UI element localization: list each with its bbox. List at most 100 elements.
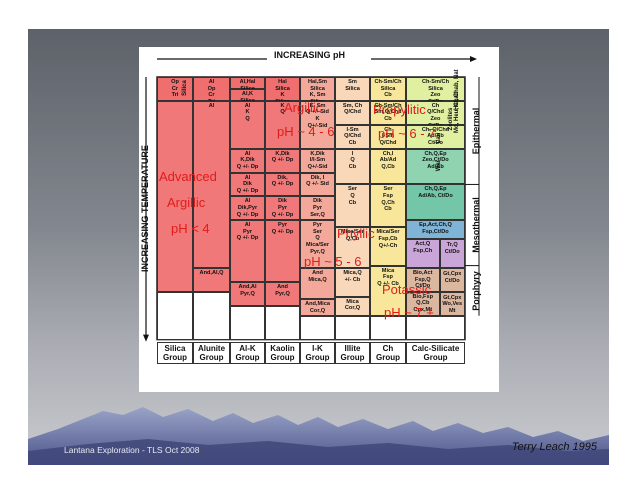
mineral-cell [230,88,265,101]
mineral-cell [265,306,300,340]
group-header-cell [406,341,465,364]
mineral-assemblage: Al Dik Q +/- Dp [236,174,259,194]
group-header-cell [157,341,193,364]
mineral-cell [406,291,440,316]
mineral-assemblage: Sm Silica [345,79,360,92]
mineral-cell [193,100,230,268]
mineral-assemblage: Al Dik,Pyr Q +/- Dp [236,198,259,218]
mineral-cell [406,184,465,221]
mineral-assemblage: Dik Pyr Ser,Q [310,198,325,218]
mineral-assemblage: Act,Q Fsp,Ch [413,241,433,254]
mineral-cell [157,100,193,292]
alteration-annotation: pH ~ 4 - 6 [277,123,335,139]
mineral-cell [406,77,465,101]
mountain-silhouette [28,407,609,465]
group-label: Ch Group [376,343,400,362]
group-header-cell [300,341,335,364]
group-label: I-K Group [305,343,330,362]
ph-axis-title: INCREASING pH [274,50,346,60]
mineral-assemblage: Al K Q [244,102,251,123]
mineral-cell [370,227,406,266]
mineral-cell [335,268,370,297]
mineral-cell [370,184,406,228]
alteration-annotation: Propylitic [373,102,426,118]
mineral-assemblage: And,Al Pyr,Q [238,284,257,297]
mineral-cell [300,196,335,221]
mineral-cell [300,77,335,101]
mineral-assemblage: I-Sm Q/Chd Cb [344,126,361,146]
mineral-assemblage: Ch-Sm/Ch Sm,Q/Chd Cb [374,102,402,123]
mineral-assemblage: Bio,Fsp Q,Cb Cpx,Mt [412,293,433,314]
mineral-cell [300,220,335,268]
footer-credit: Terry Leach 1995 [511,441,597,453]
mineral-cell [335,315,370,340]
mineral-cell [157,77,193,101]
group-label: Silica Group [163,343,187,362]
mineral-cell [265,77,300,101]
alteration-annotation: pH ~ 6 - 7 [378,125,436,141]
mineral-cell [193,77,230,101]
mineral-cell [439,239,465,268]
mineral-cell [370,315,406,340]
mineral-cell [406,148,465,185]
mineral-cell [335,296,370,316]
group-label: Alunite Group [197,343,226,362]
mineral-cell [230,282,265,307]
group-label: Kaolin Group [270,343,295,362]
mineral-assemblage: Al K,Dik Q +/- Dp [236,150,259,170]
zone-label: Porphyry [471,270,481,311]
mineral-tag: Silica [182,80,188,96]
mineral-cell [230,148,265,173]
mineral-cell [335,227,370,268]
slide-background: INCREASING pH INCREASING TEMPERATURE Op … [28,29,609,465]
mineral-cell [300,268,335,300]
group-header-cell [335,341,370,364]
mineral-cell [230,100,265,149]
mineral-cell [335,124,370,149]
alteration-annotation: Argillic [284,99,323,115]
mineral-assemblage: Mica Fsp Q +/- Cb [377,267,399,287]
group-label: Calc-Silicate Group [411,343,460,362]
mineral-tag: Mo, Heu, Chab [454,91,460,133]
alteration-annotation: Potassic [382,282,432,298]
mineral-cell [230,196,265,221]
mineral-cell [406,268,440,292]
mineral-cell [370,77,406,101]
mineral-assemblage: Dik Pyr Q +/- Dp [271,198,294,218]
mineral-cell [406,220,465,240]
mineral-assemblage: And Pyr,Q [275,284,290,297]
mineral-assemblage: Mica/Ser Fsp,Cb Q+/-Ch [376,229,400,249]
mineral-assemblage: K,Dik Q +/- Dp [271,150,294,164]
mineral-cell [265,220,300,283]
mineral-cell [300,315,335,340]
mineral-assemblage: Mica Cor,Q [344,298,361,312]
group-header-cell [193,341,230,364]
mineral-cell [265,196,300,221]
arrow-head [143,334,149,342]
mineral-cell [300,148,335,173]
mineral-assemblage: Al,Hal Silica [239,79,256,92]
mineral-assemblage: Al,K Silica [240,90,255,104]
mineral-cell [300,172,335,197]
mineral-assemblage: Ch,Q,Ep Zeo,Ct/Do Ad/Ab [422,150,449,170]
mineral-assemblage: Ch I-Sm Q/Chd [379,126,397,146]
mineral-cell [230,77,265,89]
mineral-assemblage: Ch,Q,Ep Ad/Ab, Ct/Do [418,186,453,200]
group-header-cell [265,341,300,364]
mineral-cell [300,100,335,149]
mineral-assemblage: Ep,Act,Ch,Q Fsp,Ct/Do [419,222,452,235]
mineral-cell [406,239,440,268]
mineral-assemblage: K Q [280,102,285,116]
mineral-assemblage: And,Mica Cor,Q [305,301,330,314]
mineral-cell [406,124,465,149]
alteration-diagram: INCREASING pH INCREASING TEMPERATURE Op … [139,47,499,392]
mineral-assemblage: Op Cr Tri [171,79,179,99]
mineral-cell [265,100,300,149]
group-label: Al-K Group [235,343,260,362]
mineral-assemblage: Ser Fsp Q,Ch Cb [381,186,395,213]
mineral-cell [193,291,230,340]
mineral-assemblage: K,Dik I/I-Sm Q+/-Sid [307,150,328,170]
mineral-cell [406,100,465,125]
mineral-assemblage: Dik, Q +/- Dp [271,174,294,188]
arrow-head [470,56,477,62]
